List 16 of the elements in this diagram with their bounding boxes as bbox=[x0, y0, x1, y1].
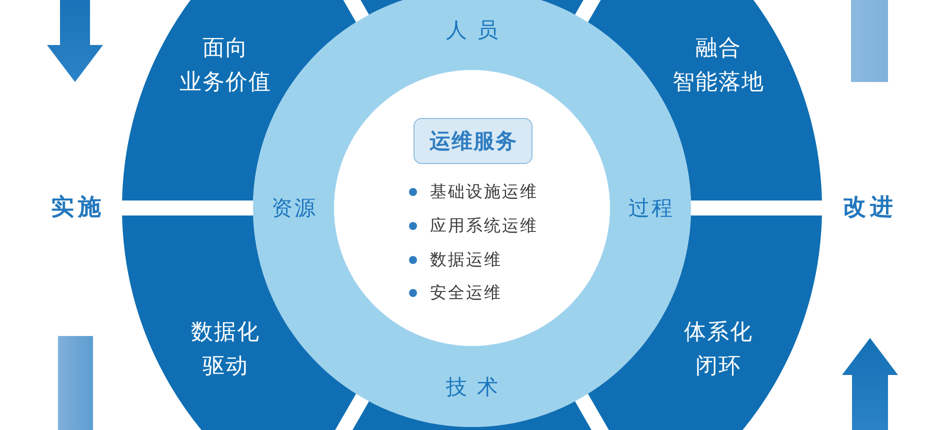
segment-label: 融合智能落地 bbox=[672, 34, 764, 97]
side-label: 实施 bbox=[50, 194, 105, 222]
list-item: 基础设施运维 bbox=[430, 181, 538, 203]
ring-label: 技术 bbox=[445, 374, 508, 400]
segment-label: 面向业务价值 bbox=[180, 34, 272, 97]
ring-segment bbox=[352, 401, 592, 430]
ring-label: 资源 bbox=[270, 195, 318, 222]
ring-label: 过程 bbox=[628, 195, 674, 222]
segment-label: 体系化闭环 bbox=[684, 319, 753, 382]
list-item: 应用系统运维 bbox=[430, 215, 538, 237]
side-label: 改进 bbox=[842, 194, 897, 222]
ring-label: 人员 bbox=[445, 16, 508, 44]
list-item: 数据运维 bbox=[430, 249, 502, 271]
segment-label: 数据化驱动 bbox=[191, 319, 260, 382]
heading-box: 运维服务 bbox=[414, 118, 532, 164]
list-item: 安全运维 bbox=[430, 282, 502, 304]
